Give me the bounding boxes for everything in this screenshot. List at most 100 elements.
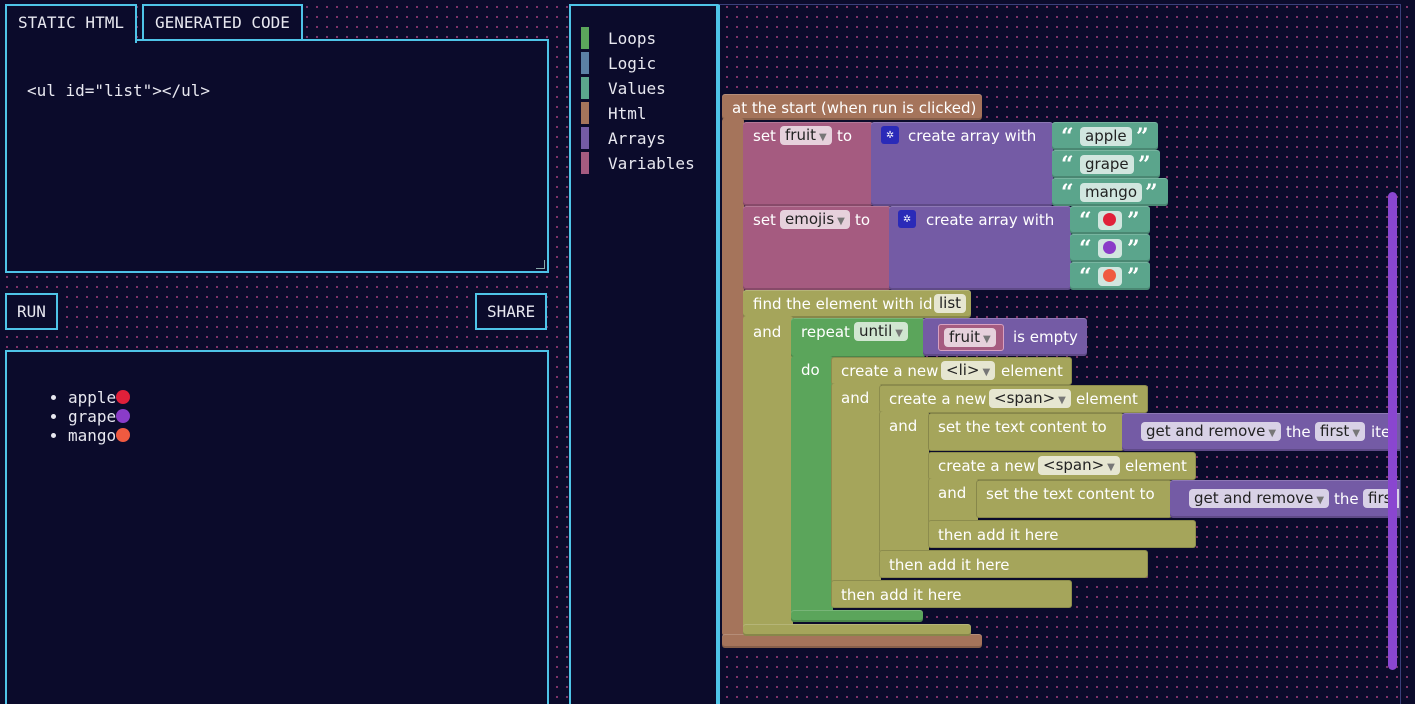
logic-swatch bbox=[581, 52, 589, 74]
chevron-down-icon: ▼ bbox=[819, 132, 827, 143]
to-label: to bbox=[855, 211, 871, 229]
open-quote-icon: “ bbox=[1079, 264, 1092, 290]
tag-span-dropdown[interactable]: <span>▼ bbox=[1038, 456, 1120, 475]
tab-static-html[interactable]: STATIC HTML bbox=[5, 4, 137, 43]
list-item-text: mango bbox=[68, 426, 117, 445]
category-values[interactable]: Values bbox=[581, 77, 666, 99]
workspace-scrollbar[interactable] bbox=[1388, 192, 1397, 670]
category-label: Loops bbox=[608, 28, 657, 48]
var-fruit-dropdown[interactable]: fruit▼ bbox=[944, 328, 996, 347]
category-logic[interactable]: Logic bbox=[581, 52, 656, 74]
var-fruit-name: fruit bbox=[785, 126, 817, 144]
apple-emoji-icon bbox=[1103, 213, 1116, 226]
set-text-content-block[interactable] bbox=[928, 413, 1124, 451]
and-label: and bbox=[889, 417, 918, 435]
find-element-block[interactable] bbox=[743, 290, 971, 318]
create-array-block[interactable] bbox=[871, 122, 1053, 206]
text-value-apple[interactable]: apple bbox=[1080, 127, 1132, 146]
get-remove-value: get and remove bbox=[1146, 422, 1266, 440]
get-remove-dropdown[interactable]: get and remove▼ bbox=[1141, 422, 1282, 441]
open-quote-icon: “ bbox=[1061, 180, 1074, 206]
start-block[interactable] bbox=[722, 94, 982, 120]
element-label: element bbox=[1076, 390, 1138, 408]
gear-icon[interactable]: ✲ bbox=[898, 210, 916, 228]
block-toolbox: Loops Logic Values Html Arrays Variables bbox=[569, 4, 718, 704]
category-html[interactable]: Html bbox=[581, 102, 647, 124]
repeat-mode-dropdown[interactable]: until▼ bbox=[854, 322, 908, 341]
get-remove-value: get and remove bbox=[1194, 489, 1314, 507]
set-text-label: set the text content to bbox=[938, 418, 1107, 436]
category-loops[interactable]: Loops bbox=[581, 27, 656, 49]
editor-code[interactable]: <ul id="list"></ul> bbox=[27, 81, 211, 100]
gear-icon[interactable]: ✲ bbox=[881, 126, 899, 144]
text-value-grape[interactable]: grape bbox=[1080, 155, 1134, 174]
values-swatch bbox=[581, 77, 589, 99]
run-button[interactable]: RUN bbox=[5, 293, 58, 330]
emoji-value-grape[interactable] bbox=[1098, 239, 1122, 258]
tag-span-dropdown[interactable]: <span>▼ bbox=[989, 389, 1071, 408]
var-emojis-dropdown[interactable]: emojis▼ bbox=[780, 210, 850, 229]
mango-emoji-icon bbox=[116, 428, 131, 442]
create-span-footer bbox=[879, 550, 1148, 578]
and-label: and bbox=[938, 484, 967, 502]
repeat-arm bbox=[791, 356, 833, 614]
tag-li-value: <li> bbox=[946, 361, 980, 379]
grape-emoji-icon bbox=[116, 409, 131, 423]
set-text-content-block[interactable] bbox=[976, 480, 1172, 518]
open-quote-icon: “ bbox=[1061, 152, 1074, 178]
start-block-label: at the start (when run is clicked) bbox=[732, 99, 977, 117]
open-quote-icon: “ bbox=[1061, 124, 1074, 150]
then-add-label: then add it here bbox=[889, 556, 1010, 574]
create-li-arm bbox=[831, 383, 881, 583]
open-quote-icon: “ bbox=[1079, 208, 1092, 234]
the-label: the bbox=[1286, 423, 1311, 441]
repeat-label: repeat bbox=[801, 323, 850, 341]
chevron-down-icon: ▼ bbox=[983, 334, 991, 345]
and-label: and bbox=[841, 389, 870, 407]
category-variables[interactable]: Variables bbox=[581, 152, 695, 174]
list-item: grape bbox=[68, 407, 131, 426]
chevron-down-icon: ▼ bbox=[1352, 428, 1361, 439]
close-quote-icon: ” bbox=[1127, 208, 1140, 234]
grape-emoji-icon bbox=[1103, 241, 1116, 254]
close-quote-icon: ” bbox=[1136, 124, 1149, 150]
text-value-mango[interactable]: mango bbox=[1080, 183, 1143, 202]
get-remove-dropdown[interactable]: get and remove▼ bbox=[1189, 489, 1330, 508]
tab-generated-code[interactable]: GENERATED CODE bbox=[142, 4, 303, 41]
close-quote-icon: ” bbox=[1127, 236, 1140, 262]
create-span-arm bbox=[928, 478, 978, 524]
open-quote-icon: “ bbox=[1079, 236, 1092, 262]
chevron-down-icon: ▼ bbox=[895, 328, 903, 339]
blocks-workspace[interactable] bbox=[718, 4, 1401, 704]
var-fruit-dropdown[interactable]: fruit▼ bbox=[780, 126, 832, 145]
var-emojis-name: emojis bbox=[785, 210, 835, 228]
create-span-footer bbox=[928, 520, 1196, 548]
resize-grip-icon[interactable] bbox=[536, 260, 545, 269]
element-id-field[interactable]: list bbox=[934, 294, 967, 313]
apple-emoji-icon bbox=[116, 390, 131, 404]
then-add-label: then add it here bbox=[938, 526, 1059, 544]
category-arrays[interactable]: Arrays bbox=[581, 127, 666, 149]
the-label: the bbox=[1334, 490, 1359, 508]
position-dropdown[interactable]: first▼ bbox=[1315, 422, 1366, 441]
create-array-block[interactable] bbox=[889, 206, 1071, 290]
do-label: do bbox=[801, 361, 820, 379]
emoji-value-mango[interactable] bbox=[1098, 267, 1122, 286]
variables-swatch bbox=[581, 152, 589, 174]
html-swatch bbox=[581, 102, 589, 124]
repeat-mode-value: until bbox=[859, 322, 893, 340]
to-label: to bbox=[837, 127, 853, 145]
create-new-label: create a new bbox=[889, 390, 987, 408]
list-item-text: grape bbox=[68, 407, 117, 426]
set-label: set bbox=[753, 211, 776, 229]
repeat-footer bbox=[791, 610, 923, 622]
create-array-label: create array with bbox=[926, 211, 1055, 229]
share-button[interactable]: SHARE bbox=[475, 293, 548, 330]
mango-emoji-icon bbox=[1103, 269, 1116, 282]
list-item-text: apple bbox=[68, 388, 117, 407]
emoji-value-apple[interactable] bbox=[1098, 211, 1122, 230]
category-label: Variables bbox=[608, 153, 695, 173]
and-label: and bbox=[753, 323, 782, 341]
tag-li-dropdown[interactable]: <li>▼ bbox=[941, 361, 996, 380]
html-editor[interactable]: <ul id="list"></ul> bbox=[5, 39, 549, 273]
